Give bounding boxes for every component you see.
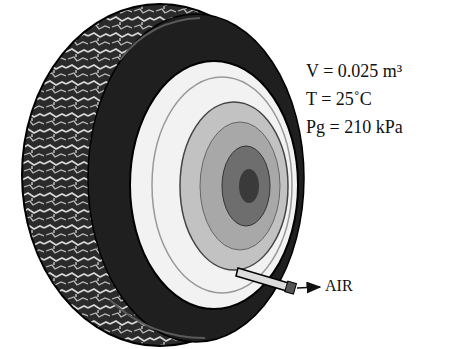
temperature-label: T = 25˚C <box>306 90 372 110</box>
air-arrow <box>297 287 320 288</box>
sidewall <box>88 14 304 342</box>
volume-label: V = 0.025 m³ <box>306 62 402 82</box>
air-label: AIR <box>325 277 353 295</box>
pressure-label: Pg = 210 kPa <box>306 118 403 138</box>
hubcap <box>180 102 288 270</box>
rim <box>130 61 298 309</box>
valve-stem <box>236 268 292 292</box>
